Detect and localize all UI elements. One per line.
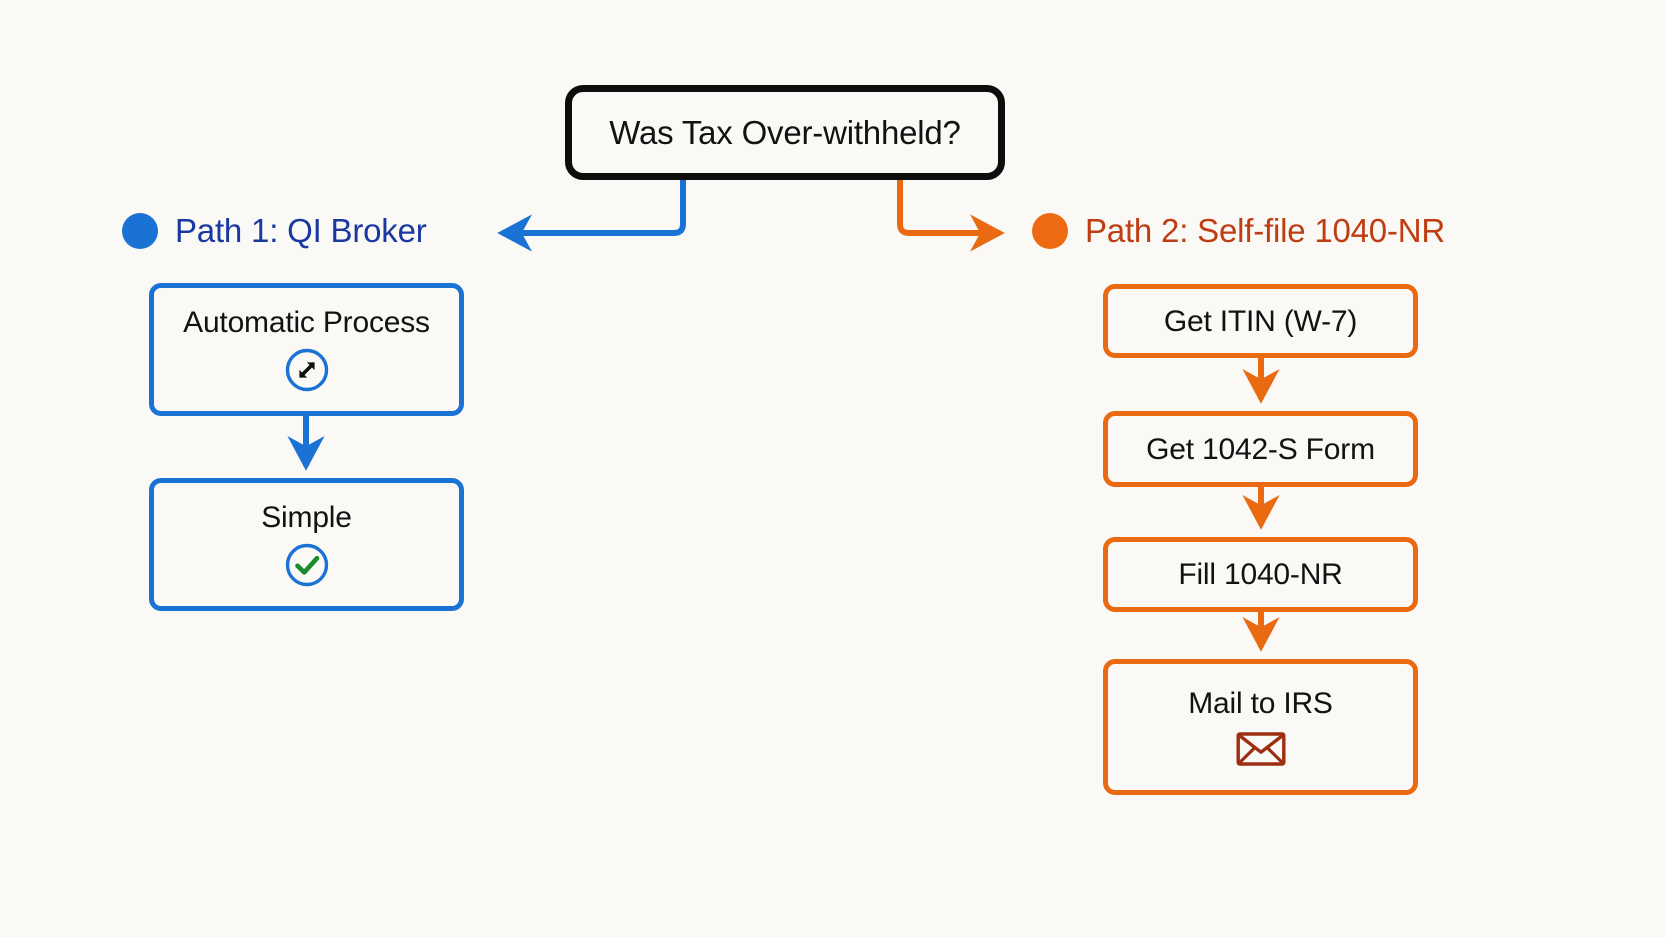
connector-branch-left: [497, 180, 686, 252]
node-mail-to-irs-label: Mail to IRS: [1188, 686, 1333, 720]
node-simple-label: Simple: [261, 501, 352, 534]
path-2-label: Path 2: Self-file 1040-NR: [1085, 212, 1446, 249]
node-automatic-process-label: Automatic Process: [183, 306, 430, 339]
node-get-1042s-form[interactable]: Get 1042-S Form: [1103, 411, 1418, 487]
path-2-bullet-icon: [1032, 213, 1068, 249]
exchange-arrows-icon: [284, 347, 330, 393]
decision-node-label: Was Tax Over-withheld?: [609, 113, 961, 151]
decision-node-tax-overwithheld[interactable]: Was Tax Over-withheld?: [565, 85, 1005, 180]
check-circle-icon: [284, 542, 330, 588]
path-1-header[interactable]: Path 1: QI Broker: [122, 212, 427, 250]
node-get-itin[interactable]: Get ITIN (W-7): [1103, 284, 1418, 358]
node-get-itin-label: Get ITIN (W-7): [1163, 304, 1358, 338]
node-get-1042s-form-label: Get 1042-S Form: [1146, 432, 1375, 466]
envelope-icon: [1236, 728, 1286, 768]
path-1-bullet-icon: [122, 213, 158, 249]
path-2-header[interactable]: Path 2: Self-file 1040-NR: [1032, 212, 1445, 250]
node-fill-1040nr-label: Fill 1040-NR: [1178, 558, 1343, 591]
node-mail-to-irs[interactable]: Mail to IRS: [1103, 659, 1418, 795]
connector-branch-right: [897, 180, 1005, 252]
node-simple[interactable]: Simple: [149, 478, 464, 611]
node-fill-1040nr[interactable]: Fill 1040-NR: [1103, 537, 1418, 612]
node-automatic-process[interactable]: Automatic Process: [149, 283, 464, 416]
path-1-label: Path 1: QI Broker: [175, 212, 427, 249]
